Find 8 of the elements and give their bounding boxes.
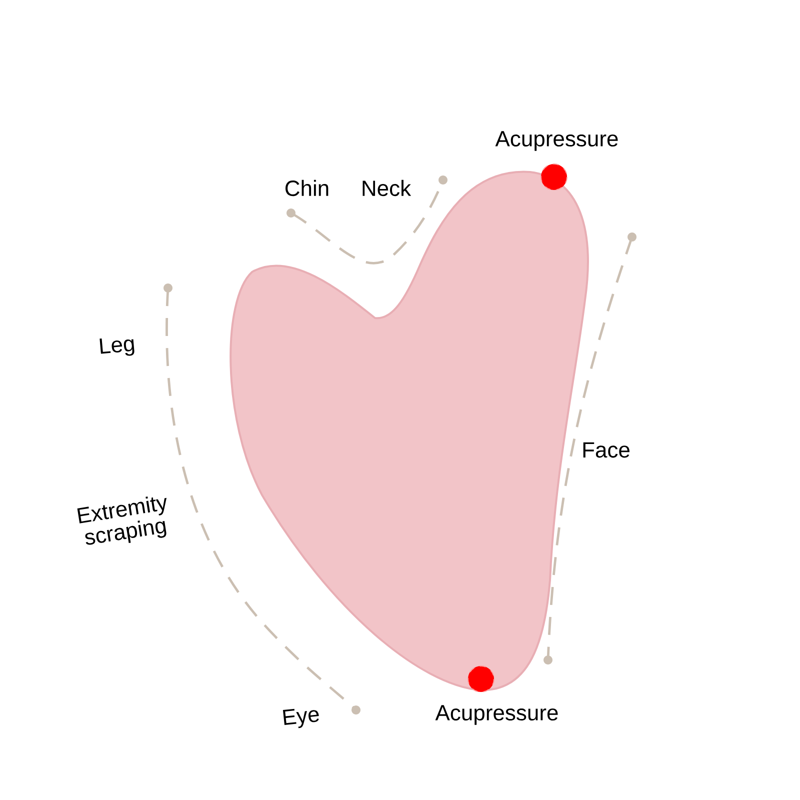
- part-label: Neck: [362, 180, 412, 196]
- part-label: Eye: [282, 708, 319, 728]
- part-label: Acupressure: [435, 705, 558, 725]
- part-label: Leg: [100, 338, 134, 356]
- part-label: Chin: [286, 180, 328, 196]
- part-label: Face: [583, 442, 630, 458]
- part-label: Acupressure: [495, 131, 618, 151]
- part-label: Extremity scraping: [77, 496, 167, 545]
